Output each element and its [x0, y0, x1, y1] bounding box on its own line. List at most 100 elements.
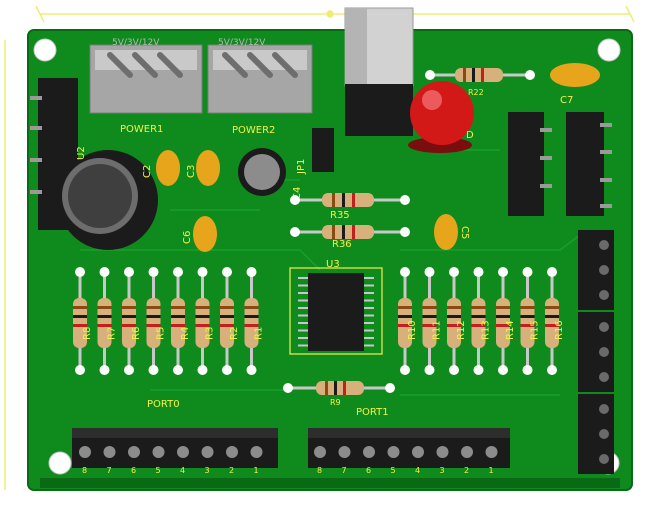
power1-label: POWER1 — [120, 124, 163, 135]
port1-screw — [436, 446, 449, 458]
jumper-jp1 — [312, 128, 334, 172]
r9-label: R9 — [330, 398, 341, 407]
resistor-left-r7: R7 — [97, 267, 118, 375]
resistor-left-label-2: R6 — [131, 327, 142, 340]
port1-terminal-block: 8 7 6 5 4 3 2 1 — [308, 428, 510, 475]
power1-connector — [89, 44, 203, 114]
port0-screw — [152, 446, 165, 458]
port1-screw — [412, 446, 424, 458]
capacitor-c2 — [156, 150, 180, 186]
port0-pin-number: 8 — [82, 466, 87, 475]
traces — [80, 149, 581, 396]
resistor-right-r15: R15 — [520, 267, 541, 375]
right-pin-header-1 — [508, 112, 552, 216]
r36-label: R36 — [332, 239, 352, 250]
port1-pin-number: 3 — [440, 466, 445, 475]
resistor-left-r4: R4 — [171, 267, 191, 375]
resistor-r35 — [290, 193, 410, 207]
capacitor-c4 — [238, 148, 286, 196]
led-label: D — [466, 130, 474, 141]
resistor-right-r11: R11 — [422, 267, 443, 375]
port0-screw — [226, 446, 238, 458]
port0-screw — [177, 446, 189, 458]
port0-pin-number: 1 — [254, 466, 259, 475]
resistor-r36 — [290, 225, 410, 239]
port1-screw — [387, 446, 400, 458]
c3-label: C3 — [186, 165, 197, 178]
resistor-left-label-0: R8 — [82, 327, 93, 340]
port1-screw — [338, 446, 351, 458]
right-pin-header-2 — [566, 112, 612, 216]
led-d — [408, 81, 474, 153]
power2-connector — [207, 44, 313, 114]
resistor-left-label-7: R1 — [254, 327, 265, 340]
right-terminal-blocks — [578, 230, 614, 474]
port0-screw — [79, 446, 91, 458]
resistor-left-label-3: R5 — [156, 327, 167, 340]
power2-label: POWER2 — [232, 125, 275, 136]
resistor-r22 — [425, 68, 535, 82]
resistor-right-r16: R16 — [545, 267, 565, 375]
port0-pin-number: 2 — [229, 466, 234, 475]
port0-pin-number: 6 — [131, 466, 136, 475]
r35-label: R35 — [330, 210, 350, 221]
resistor-right-label-2: R12 — [456, 320, 467, 340]
resistor-left-r8: R8 — [73, 267, 93, 375]
port0-screw — [250, 446, 263, 458]
port1-pin-number: 4 — [415, 466, 420, 475]
resistor-right-r14: R14 — [496, 267, 516, 375]
c2-label: C2 — [142, 165, 153, 178]
resistor-right-r13: R13 — [471, 267, 492, 375]
resistor-right-r10: R10 — [398, 267, 418, 375]
jp1-label: JP1 — [296, 159, 307, 175]
port1-pin-number: 6 — [366, 466, 371, 475]
resistor-right-label-0: R10 — [407, 320, 418, 340]
port0-screw — [103, 446, 116, 458]
u2-label: U2 — [76, 146, 87, 160]
resistor-bank-right: R10 R11 R12 R13 R14 R15 R16 — [398, 267, 565, 375]
port1-screw — [461, 446, 473, 458]
port0-pin-number: 3 — [205, 466, 210, 475]
power2-silk-label: 5V/3V/12V — [218, 38, 266, 48]
port0-pin-number: 7 — [107, 466, 112, 475]
port0-screw — [128, 446, 140, 458]
port1-pin-number: 8 — [317, 466, 322, 475]
capacitor-c7 — [550, 63, 600, 87]
ic-u3 — [289, 267, 383, 355]
port1-pin-number: 5 — [391, 466, 396, 475]
port1-screw — [485, 446, 498, 458]
port1-pin-number: 7 — [342, 466, 347, 475]
resistor-left-r3: R3 — [195, 267, 216, 375]
dimension-lines — [4, 5, 635, 490]
port0-label: PORT0 — [147, 399, 180, 410]
resistor-left-label-1: R7 — [107, 327, 118, 340]
c6-label: C6 — [182, 231, 193, 244]
u3-label: U3 — [326, 259, 340, 270]
board-edge — [40, 478, 620, 488]
resistor-left-r6: R6 — [122, 267, 142, 375]
electrolytic-capacitor — [58, 150, 158, 250]
resistor-right-label-1: R11 — [432, 320, 443, 340]
capacitor-c5 — [434, 214, 458, 250]
resistor-right-label-4: R14 — [505, 320, 516, 340]
port1-pin-number: 1 — [489, 466, 494, 475]
resistor-r9 — [283, 381, 395, 395]
capacitor-c6 — [193, 216, 217, 252]
port0-pin-number: 4 — [180, 466, 185, 475]
resistor-left-r1: R1 — [244, 267, 265, 375]
port1-screw — [314, 446, 326, 458]
port1-pin-number: 2 — [464, 466, 469, 475]
resistor-left-r5: R5 — [146, 267, 167, 375]
resistor-right-label-5: R15 — [530, 320, 541, 340]
resistor-right-r12: R12 — [447, 267, 467, 375]
pcb-board — [27, 29, 633, 491]
c4-label: C4 — [292, 187, 303, 200]
resistor-left-r2: R2 — [220, 267, 240, 375]
resistor-right-label-3: R13 — [481, 320, 492, 340]
port1-screw — [363, 446, 375, 458]
c7-label: C7 — [560, 95, 573, 106]
resistor-left-label-4: R4 — [180, 327, 191, 340]
